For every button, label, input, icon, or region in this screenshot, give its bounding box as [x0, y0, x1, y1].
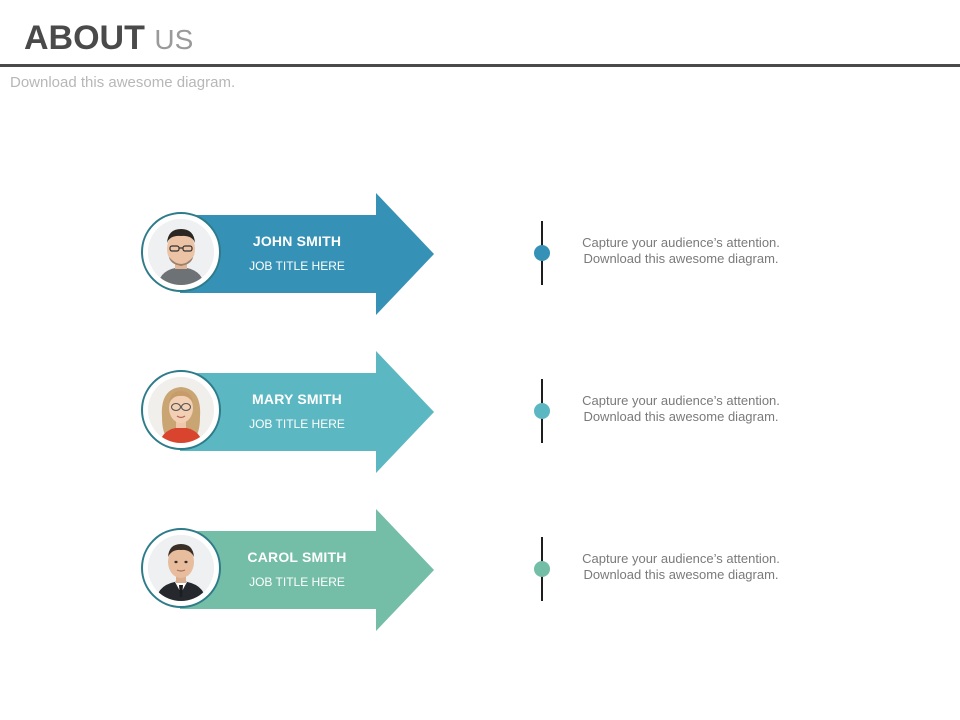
member-name: JOHN SMITH: [252, 233, 342, 249]
description-line-2: Download this awesome diagram.: [583, 251, 779, 266]
timeline-dot: [534, 245, 550, 261]
description-line-1: Capture your audience’s attention.: [582, 393, 780, 408]
description-line-2: Download this awesome diagram.: [583, 567, 779, 582]
arrow-shape: [180, 509, 434, 631]
avatar: [148, 535, 214, 601]
avatar-ring: [141, 528, 221, 608]
page-subtitle: Download this awesome diagram.: [10, 74, 236, 91]
avatar: [148, 377, 214, 443]
arrow-polygon: [180, 351, 434, 473]
title-divider: [0, 64, 960, 67]
arrow-shape: [180, 351, 434, 473]
member-description: Capture your audience’s attention. Downl…: [566, 551, 796, 583]
member-job-title: JOB TITLE HERE: [249, 417, 345, 431]
arrow-polygon: [180, 193, 434, 315]
member-description: Capture your audience’s attention. Downl…: [566, 393, 796, 425]
description-line-2: Download this awesome diagram.: [583, 409, 779, 424]
avatar-ring: [141, 370, 221, 450]
member-job-title: JOB TITLE HERE: [249, 575, 345, 589]
member-name: MARY SMITH: [252, 391, 342, 407]
avatar-ring: [141, 212, 221, 292]
arrow-shape: [180, 193, 434, 315]
member-description: Capture your audience’s attention. Downl…: [566, 235, 796, 267]
member-row-mary: MARY SMITH JOB TITLE HERE Capture your a…: [0, 351, 960, 473]
member-name: CAROL SMITH: [247, 549, 347, 565]
title-bold: ABOUT: [24, 19, 145, 57]
member-row-carol: CAROL SMITH JOB TITLE HERE Capture your …: [0, 509, 960, 631]
timeline-dot: [534, 561, 550, 577]
page-title: ABOUT US: [24, 18, 193, 60]
woman-glasses-portrait-icon: [148, 377, 214, 443]
title-light: US: [154, 24, 194, 55]
man-suit-portrait-icon: [148, 535, 214, 601]
description-line-1: Capture your audience’s attention.: [582, 235, 780, 250]
timeline-dot: [534, 403, 550, 419]
man-glasses-portrait-icon: [148, 219, 214, 285]
member-job-title: JOB TITLE HERE: [249, 259, 345, 273]
arrow-polygon: [180, 509, 434, 631]
member-row-john: JOHN SMITH JOB TITLE HERE Capture your a…: [0, 193, 960, 315]
description-line-1: Capture your audience’s attention.: [582, 551, 780, 566]
avatar: [148, 219, 214, 285]
